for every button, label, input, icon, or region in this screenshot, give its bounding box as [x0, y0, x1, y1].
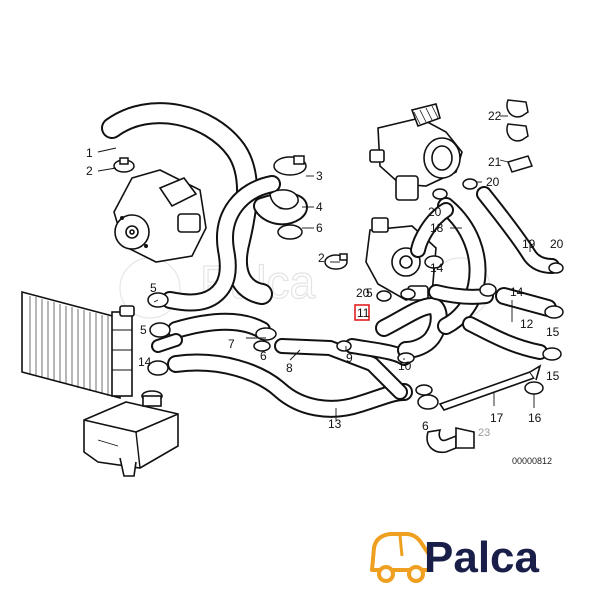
label-23: 23 — [478, 427, 490, 439]
callout-labels: 1 2 2 3 4 5 5 5 6 6 6 7 8 9 10 11 12 13 … — [86, 109, 564, 439]
throttle-body — [369, 103, 463, 201]
bracket-23 — [426, 427, 475, 454]
clamp-4 — [269, 189, 299, 210]
car-icon — [370, 532, 432, 583]
label-15: 15 — [546, 369, 560, 383]
label-17: 17 — [490, 411, 504, 425]
label-15: 15 — [546, 325, 560, 339]
clamp-22 — [506, 99, 529, 142]
label-22: 22 — [488, 109, 502, 123]
label-4: 4 — [316, 200, 323, 214]
label-6: 6 — [422, 419, 429, 433]
label-14: 14 — [138, 355, 152, 369]
label-20: 20 — [550, 237, 564, 251]
label-1: 1 — [86, 146, 93, 160]
label-14: 14 — [510, 285, 524, 299]
clamp-5b — [149, 322, 171, 338]
label-20: 20 — [428, 205, 442, 219]
label-19: 19 — [522, 237, 536, 251]
label-12: 12 — [520, 317, 534, 331]
clamps — [113, 99, 564, 410]
label-18: 18 — [430, 221, 444, 235]
clamp-21 — [506, 155, 534, 173]
clamp-14a — [147, 360, 169, 376]
clamp-16 — [524, 381, 544, 395]
label-7: 7 — [228, 337, 235, 351]
label-5: 5 — [140, 323, 147, 337]
clamp-20c — [462, 178, 478, 190]
label-14: 14 — [430, 261, 444, 275]
clamp-15a — [544, 305, 564, 319]
extra-labels: 14 14 — [430, 261, 524, 299]
palca-logo: Palca — [370, 532, 540, 583]
highlight-box — [354, 304, 370, 321]
label-6: 6 — [316, 221, 323, 235]
label-20: 20 — [486, 175, 500, 189]
clamp-20d — [548, 262, 564, 274]
label-9: 9 — [346, 351, 353, 365]
label-10: 10 — [398, 359, 412, 373]
clamp-6b — [253, 327, 277, 352]
clamp-9 — [336, 340, 352, 352]
clamp-20b — [432, 188, 448, 200]
drawing-code: 00000812 — [512, 456, 552, 466]
clamp-2a — [113, 157, 135, 173]
clamp-2b — [324, 253, 348, 270]
clamp-5c — [400, 288, 416, 300]
label-5: 5 — [366, 286, 373, 300]
bracket-17 — [438, 364, 542, 411]
clamp-20a — [376, 290, 392, 302]
clamp-3 — [273, 155, 307, 176]
label-16: 16 — [528, 411, 542, 425]
label-20: 20 — [356, 286, 370, 300]
leader-lines — [97, 115, 535, 420]
hoses — [101, 102, 560, 418]
radiator — [21, 290, 135, 400]
label-21: 21 — [488, 155, 502, 169]
clamp-15b — [542, 347, 562, 361]
label-6: 6 — [260, 349, 267, 363]
label-11: 11 — [357, 306, 370, 320]
label-3: 3 — [316, 169, 323, 183]
label-5: 5 — [150, 281, 157, 295]
clamp-14b — [424, 255, 444, 269]
water-pump — [113, 169, 207, 263]
clamp-6a — [277, 224, 303, 240]
label-2: 2 — [86, 164, 93, 178]
clamp-10 — [397, 352, 415, 364]
clamp-14c — [479, 283, 497, 297]
logo-text: Palca — [424, 533, 540, 582]
expansion-tank — [83, 390, 179, 477]
label-13: 13 — [328, 417, 342, 431]
label-2: 2 — [318, 251, 325, 265]
label-8: 8 — [286, 361, 293, 375]
clamp-6c — [415, 384, 439, 410]
